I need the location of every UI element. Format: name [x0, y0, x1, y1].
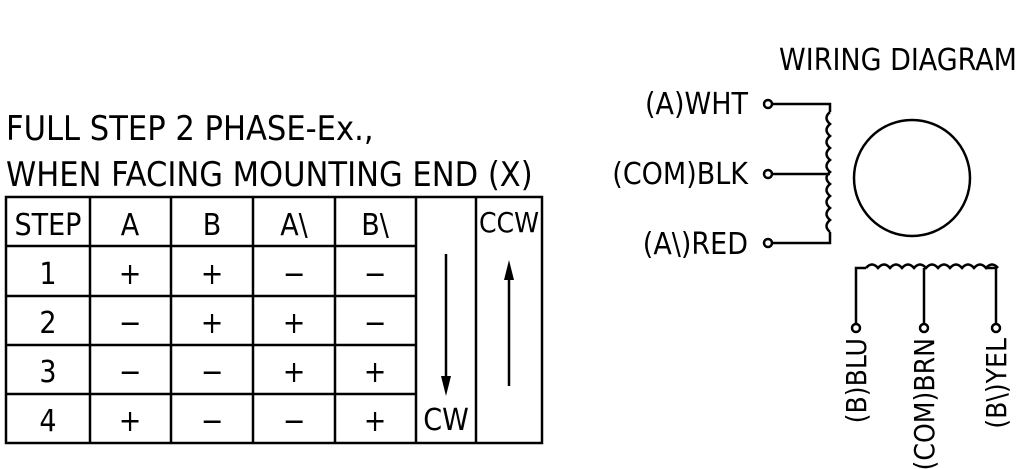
table-cell: + [283, 306, 306, 341]
lead-label-com-brn: (COM)BRN [908, 338, 941, 469]
table-cell: 4 [39, 404, 56, 439]
table-cell: + [364, 404, 387, 439]
header-b: B [203, 208, 222, 243]
table-cell: − [364, 306, 387, 341]
lead-label-com-blk: (COM)BLK [612, 157, 749, 192]
table-cell: 3 [39, 355, 56, 390]
table-cell: 1 [39, 257, 56, 292]
table-title-line1: FULL STEP 2 PHASE-Ex., [6, 109, 374, 149]
cw-arrow-icon [441, 254, 451, 396]
table-cell: − [119, 355, 142, 390]
lead-label-b-blu: (B)BLU [840, 338, 873, 423]
header-a-bar: A\ [280, 208, 308, 243]
table-cell: + [201, 306, 224, 341]
table-cell: + [119, 257, 142, 292]
table-cell: 2 [39, 306, 56, 341]
sequence-table [4, 195, 544, 445]
cw-label: CW [423, 403, 469, 438]
ccw-arrow-icon [504, 260, 514, 386]
table-cell: − [283, 404, 306, 439]
phase-b-winding [850, 263, 1002, 334]
table-cell: − [119, 306, 142, 341]
wiring-title: WIRING DIAGRAM [779, 43, 1017, 78]
header-step: STEP [15, 208, 82, 243]
phase-a-winding [762, 98, 832, 249]
lead-label-a-bar-red: (A\)RED [643, 227, 748, 262]
lead-label-a-wht: (A)WHT [645, 87, 749, 122]
table-cell: + [119, 404, 142, 439]
lead-label-b-bar-yel: (B\)YEL [980, 338, 1013, 429]
table-title-line2: WHEN FACING MOUNTING END (X) [6, 155, 533, 195]
table-cell: + [283, 355, 306, 390]
header-a: A [121, 208, 140, 243]
header-b-bar: B\ [361, 208, 390, 243]
table-cell: + [364, 355, 387, 390]
table-cell: − [283, 257, 306, 292]
table-cell: + [201, 257, 224, 292]
motor-rotor [852, 118, 972, 238]
ccw-label: CCW [479, 206, 539, 239]
table-cell: − [201, 404, 224, 439]
table-cell: − [201, 355, 224, 390]
table-cell: − [364, 257, 387, 292]
